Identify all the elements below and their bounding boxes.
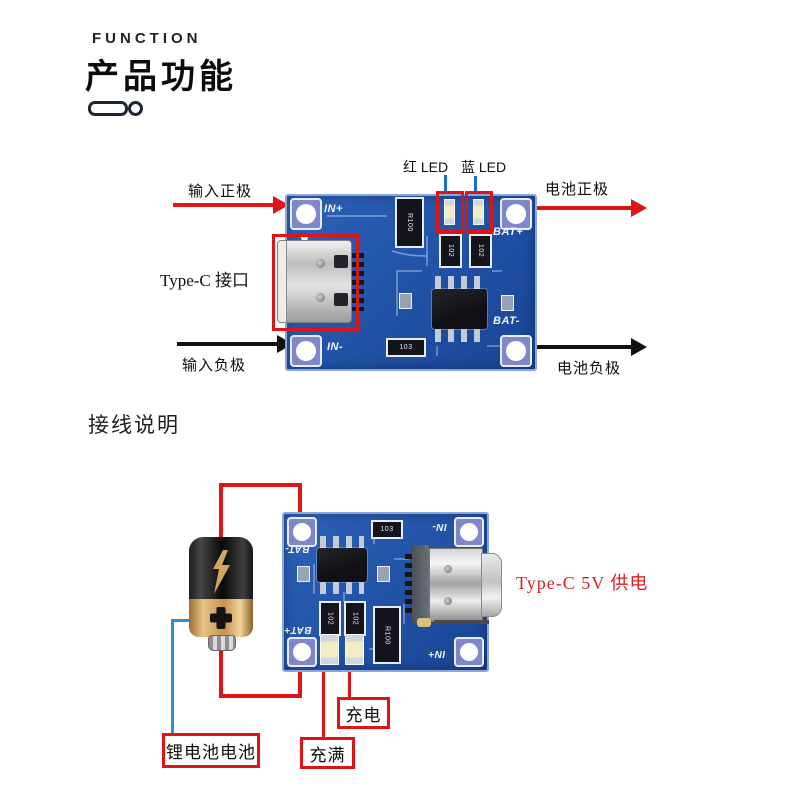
charging-callout-box: 充电 [337, 697, 390, 729]
connector-base-lip [434, 620, 489, 624]
battery-callout-wire [171, 619, 194, 622]
battery-positive-label: 电池正极 [545, 181, 610, 198]
blue-led-label: 蓝 LED [461, 159, 507, 175]
page-title: 产品功能 [85, 58, 237, 96]
function-eyebrow: FUNCTION [92, 30, 202, 47]
battery-negative-arrow [535, 338, 647, 356]
title-underline-decoration [88, 101, 128, 116]
typec-bracket [412, 545, 429, 623]
input-positive-label: 输入正极 [188, 183, 253, 200]
charge-ic-chip [317, 548, 367, 582]
battery-body [189, 537, 253, 599]
battery-terminal [208, 635, 236, 651]
red-led-highlight-box [436, 191, 464, 233]
resistor-102: 102 [469, 234, 492, 268]
battery-callout-box: 锂电池电池 [162, 733, 260, 768]
typec-port-label: Type-C 接口 [160, 271, 249, 290]
solder-pad [417, 618, 431, 627]
battery-positive-arrow [535, 199, 647, 217]
ic-legs-bottom [435, 329, 485, 342]
in-minus-silkscreen: IN- [327, 341, 344, 353]
capacitor [501, 295, 514, 311]
wiring-section-title: 接线说明 [88, 414, 180, 437]
resistor-r100: R100 [373, 606, 401, 664]
in-plus-silkscreen: IN+ [324, 203, 343, 215]
red-led-component [444, 199, 455, 225]
typec-plug-opening [481, 553, 502, 617]
mount-pad-hole [500, 198, 532, 230]
charging-led-component [345, 634, 364, 665]
screw-dot [444, 597, 452, 605]
capacitor [399, 293, 412, 309]
input-negative-arrow [177, 335, 293, 353]
battery-gold-band [189, 599, 253, 637]
mount-pad-hole [287, 637, 317, 667]
battery-positive-wire [298, 483, 302, 517]
mount-pad-hole [454, 637, 484, 667]
battery-positive-wire [219, 483, 223, 540]
resistor-102: 102 [344, 601, 366, 636]
charging-led-line [348, 662, 351, 699]
typec-power-label: Type-C 5V 供电 [516, 573, 649, 593]
blue-led-component [473, 199, 484, 225]
mount-pad-hole [290, 198, 322, 230]
resistor-r100: R100 [395, 197, 424, 248]
top-pcb: IN+ BAT+ BAT- IN- R100 102 102 103 [285, 194, 537, 371]
typec-front-lip [278, 241, 287, 322]
typec-connector-bottom [429, 548, 483, 622]
via-hole [301, 234, 308, 241]
capacitor [297, 566, 310, 582]
charge-ic-chip [432, 289, 487, 329]
mount-pad-hole [287, 517, 317, 547]
input-positive-arrow [173, 196, 289, 214]
in-plus-silkscreen-flipped: IN+ [428, 648, 446, 659]
ic-legs-top [320, 536, 364, 548]
full-callout-box: 充满 [300, 737, 355, 769]
full-led-component [320, 634, 339, 665]
ic-legs-bottom [320, 582, 364, 594]
mount-pad-hole [454, 517, 484, 547]
battery-positive-wire [219, 483, 302, 487]
resistor-103: 103 [371, 520, 403, 539]
capacitor [377, 566, 390, 582]
title-dot-decoration [128, 101, 143, 116]
battery-negative-label: 电池负极 [557, 360, 622, 377]
typec-pins [405, 554, 412, 614]
full-led-line [322, 662, 325, 739]
battery-illustration [189, 537, 253, 637]
input-negative-label: 输入负极 [182, 357, 247, 374]
mount-pad-hole [290, 335, 322, 367]
mount-pad-hole [500, 335, 532, 367]
red-led-leader-line [444, 175, 447, 192]
typec-highlight-box [272, 234, 359, 331]
resistor-102: 102 [439, 234, 462, 268]
bottom-pcb: BAT- BAT+ IN- IN+ 103 102 102 R100 [282, 512, 502, 672]
bat-minus-silkscreen-flipped: BAT- [285, 543, 310, 554]
battery-negative-wire [298, 666, 302, 698]
resistor-103: 103 [386, 338, 426, 357]
blue-led-leader-line [474, 176, 477, 192]
battery-callout-wire [171, 619, 174, 735]
bat-plus-silkscreen-flipped: BAT+ [284, 624, 312, 635]
in-minus-silkscreen-flipped: IN- [432, 521, 447, 532]
battery-negative-wire [219, 640, 223, 698]
red-led-label: 红 LED [403, 159, 449, 175]
screw-dot [444, 565, 452, 573]
ic-legs-top [435, 276, 485, 289]
plus-icon [210, 607, 232, 629]
battery-negative-wire [219, 694, 302, 698]
bat-plus-silkscreen: BAT+ [493, 226, 524, 238]
blue-led-highlight-box [465, 191, 493, 233]
resistor-102: 102 [319, 601, 341, 636]
lightning-icon [213, 550, 230, 594]
bat-minus-silkscreen: BAT- [493, 315, 520, 327]
